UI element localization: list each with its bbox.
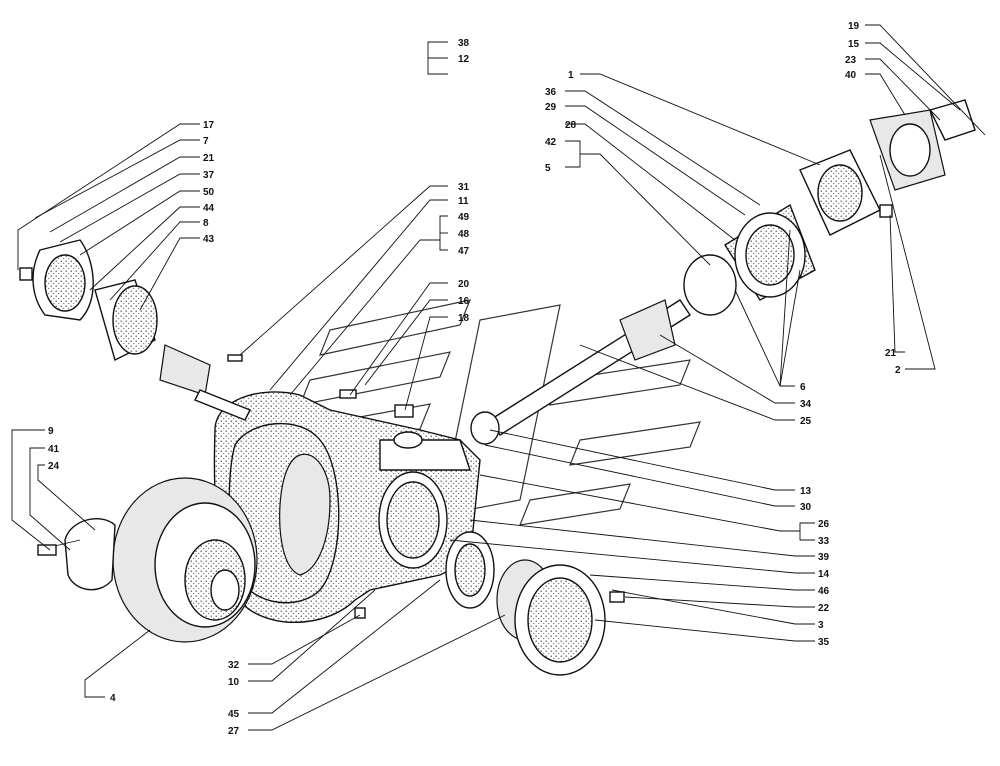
right-flange [799,99,976,236]
label-3: 3 [818,620,824,631]
label-23: 23 [845,55,857,66]
label-47: 47 [458,246,470,257]
label-35: 35 [818,637,830,648]
leader-lines [11,24,986,731]
label-9: 9 [48,426,54,437]
label-24: 24 [48,461,60,472]
drive-pinion-shaft [470,299,691,445]
label-40: 40 [845,70,857,81]
label-32: 32 [228,660,240,671]
left-pinion [94,279,251,421]
label-15: 15 [848,39,860,50]
label-38: 38 [458,38,470,49]
label-43: 43 [203,234,215,245]
label-21-left: 21 [203,153,215,164]
label-21-right: 21 [885,348,897,359]
label-48: 48 [458,229,470,240]
label-18: 18 [458,313,470,324]
label-12: 12 [458,54,470,65]
differential-side-gear [496,559,625,676]
label-31: 31 [458,182,470,193]
label-4: 4 [110,693,116,704]
label-44: 44 [203,203,215,214]
label-41: 41 [48,444,60,455]
label-36: 36 [545,87,557,98]
label-28: 28 [565,120,577,131]
label-25: 25 [800,416,812,427]
label-50: 50 [203,187,215,198]
label-13: 13 [800,486,812,497]
label-37: 37 [203,170,215,181]
left-flange [19,239,94,321]
label-7: 7 [203,136,209,147]
label-2: 2 [895,365,901,376]
label-1: 1 [568,70,574,81]
part-labels: 19 15 23 40 38 12 1 36 29 28 42 5 17 7 2… [48,21,901,737]
label-30: 30 [800,502,812,513]
label-17: 17 [203,120,215,131]
label-49: 49 [458,212,470,223]
label-42: 42 [545,137,557,148]
label-22: 22 [818,603,830,614]
label-45: 45 [228,709,240,720]
label-20: 20 [458,279,470,290]
label-14: 14 [818,569,830,580]
label-26: 26 [818,519,830,530]
axle-housing [213,391,481,624]
label-39: 39 [818,552,830,563]
ring-gear [112,477,258,643]
label-34: 34 [800,399,812,410]
label-33: 33 [818,536,830,547]
label-5: 5 [545,163,551,174]
label-11: 11 [458,196,469,207]
label-10: 10 [228,677,240,688]
label-46: 46 [818,586,830,597]
label-16: 16 [458,296,470,307]
label-6: 6 [800,382,806,393]
label-19: 19 [848,21,860,32]
bolts [37,354,414,619]
label-29: 29 [545,102,557,113]
side-bearing [445,531,495,609]
label-8: 8 [203,218,209,229]
label-27: 27 [228,726,240,737]
